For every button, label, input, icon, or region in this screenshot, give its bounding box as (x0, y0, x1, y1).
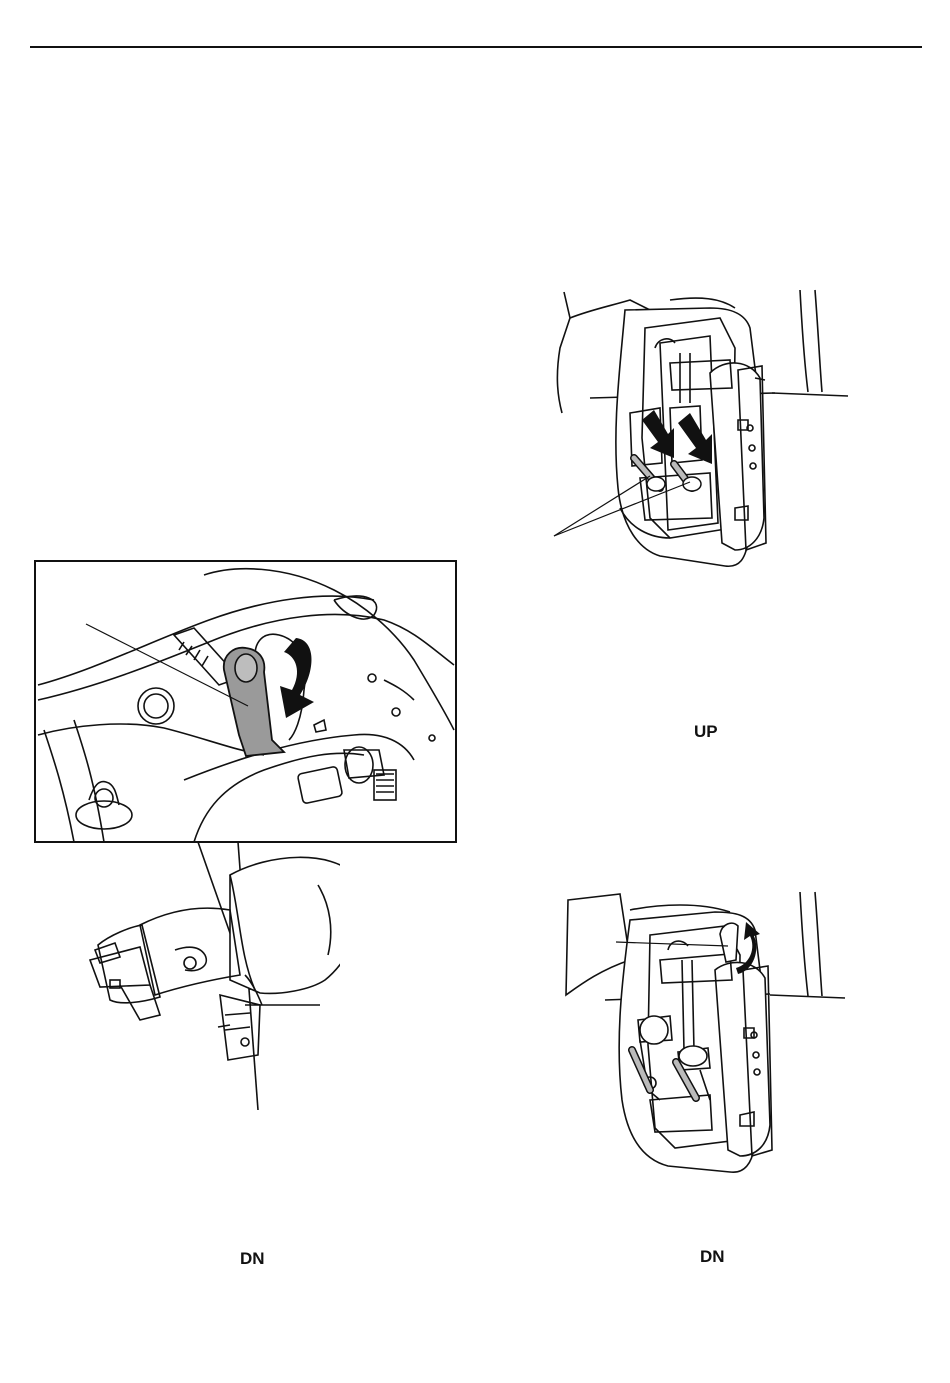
outboard-motor-figure (80, 855, 340, 1095)
bracket-down-figure (560, 890, 850, 1180)
outboard-motor-illustration (80, 855, 340, 1095)
lever-detail-illustration (34, 560, 458, 844)
bracket-up-figure (550, 288, 850, 573)
up-label: UP (694, 722, 718, 742)
tilt-support-lever-figure (34, 560, 458, 844)
header-rule (30, 46, 922, 48)
dn-label-right: DN (700, 1247, 725, 1267)
dn-label-left: DN (240, 1249, 265, 1269)
bracket-up-illustration (550, 288, 850, 573)
bracket-down-illustration (560, 890, 850, 1180)
